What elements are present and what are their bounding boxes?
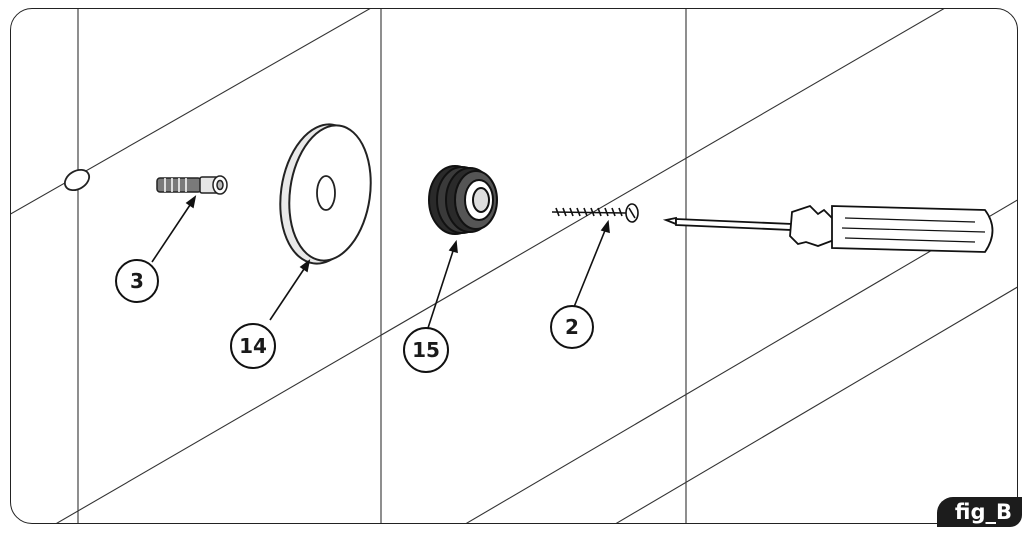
screw-icon [551,203,639,223]
svg-text:2: 2 [565,315,579,339]
svg-text:14: 14 [239,334,267,358]
callout-14: 14 [230,323,276,369]
wall-hole-icon [63,168,91,192]
cover-plate-icon [279,123,372,265]
callout-2: 2 [550,305,594,349]
callout-leaders [151,195,610,329]
callout-15: 15 [403,327,449,373]
callout-3: 3 [115,259,159,303]
bushing-icon [428,165,498,235]
screwdriver-icon [662,204,994,253]
wall-plug-icon [156,175,228,195]
figure-tag: fig_B [936,497,1022,527]
figure-frame [10,8,1018,524]
svg-text:15: 15 [412,338,440,362]
svg-text:3: 3 [130,269,144,293]
